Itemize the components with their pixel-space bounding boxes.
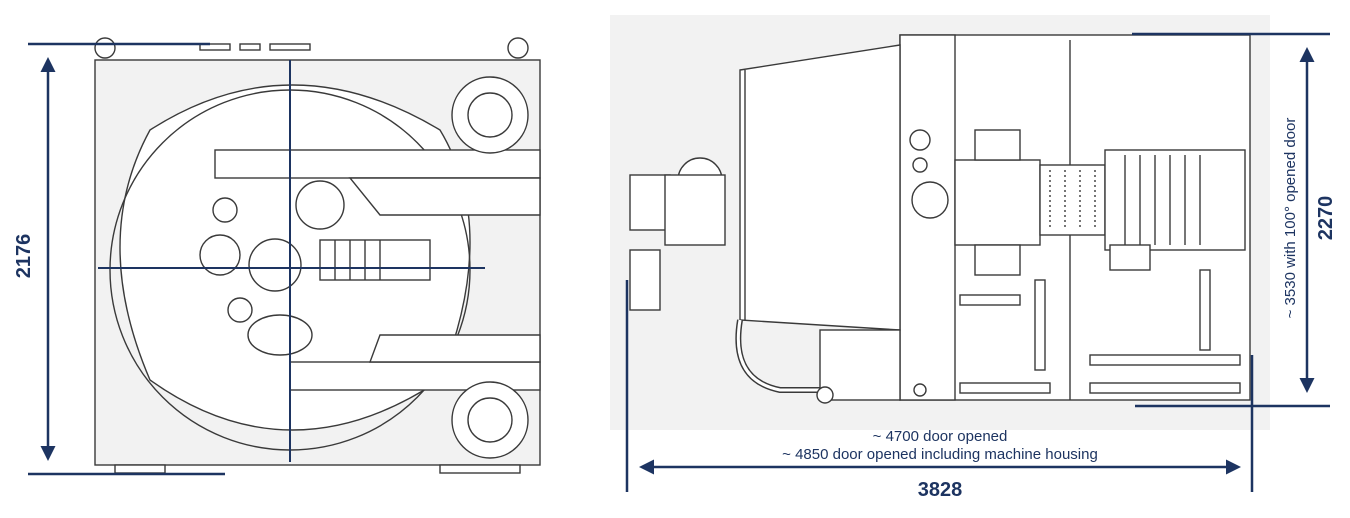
bearing-housing [954,159,1041,246]
wheel-icon [451,381,529,459]
lifting-lug-icon [507,37,529,59]
gear-unit [629,174,671,231]
side-width-label: 3828 [918,479,963,501]
lifting-lug-icon [94,37,116,59]
door-opened-note: ~ 4700 door opened [873,428,1008,445]
front-center-lines [98,60,485,462]
door-opened-housing-note: ~ 4850 door opened including machine hou… [782,446,1098,463]
front-view [94,37,541,474]
front-height-label: 2176 [13,234,35,279]
front-height-dimension [28,42,225,476]
front-motor [319,239,431,281]
main-motor [1104,149,1246,251]
side-height-dimension [1132,32,1330,408]
side-height-label: 2270 [1315,196,1337,241]
coupling [1039,164,1106,236]
inspection-port [247,314,313,356]
side-view [610,15,1270,430]
wheel-icon [451,76,529,154]
upper-arm [214,149,541,179]
door-cone [739,44,901,331]
side-width-dimension [625,280,1254,492]
opened-door-note: ~ 3530 with 100° opened door [1282,118,1299,319]
